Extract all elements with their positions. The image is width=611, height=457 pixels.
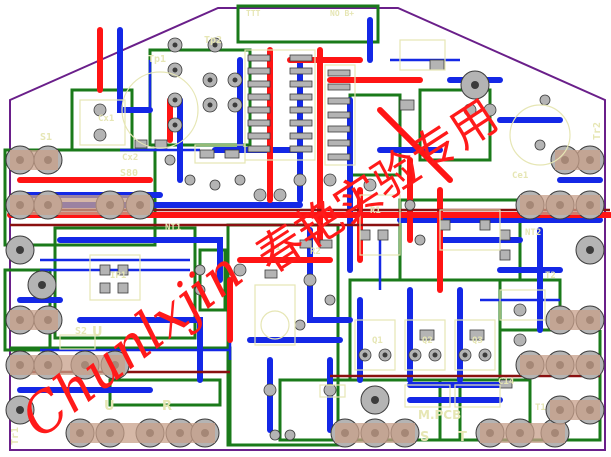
- label-q3: Q3: [472, 336, 483, 346]
- label-s1: S1: [40, 132, 52, 143]
- board-outline: [9, 7, 606, 451]
- label-c14: C14: [498, 377, 515, 387]
- bottom-copper-thin: [40, 58, 560, 360]
- label-s2: S2: [75, 326, 87, 337]
- label-tp2: Tp2: [204, 35, 222, 46]
- label-nt1: NT1: [165, 223, 181, 233]
- label-r1: R1: [370, 206, 381, 216]
- label-header-left: TTT: [246, 9, 261, 18]
- via-holes: [172, 42, 488, 358]
- label-s80: S80: [120, 168, 138, 179]
- label-nt2: NT2: [525, 228, 541, 238]
- label-r-bottom: R: [162, 399, 172, 414]
- label-q1: Q1: [372, 336, 383, 346]
- smd-pads: [99, 54, 513, 389]
- label-tr1: Tr1: [10, 427, 21, 445]
- label-d1: D1: [270, 243, 281, 253]
- silkscreen-outlines: [59, 39, 571, 408]
- label-ip1: IP1: [110, 271, 126, 281]
- label-q2: Q2: [422, 336, 433, 346]
- silkscreen-labels: Tp1 Tp2 S1 S2 Cx1 Cx2 S80 R1 R2 D1 Q1 Q2…: [10, 9, 603, 445]
- label-t1: T1: [535, 403, 546, 413]
- label-t-bottom: T: [458, 430, 467, 445]
- label-m-pcb: M.PCB: [418, 408, 461, 422]
- label-tr2: Tr2: [592, 122, 603, 140]
- label-cx2: Cx2: [122, 153, 138, 163]
- label-s-bottom: S: [420, 430, 429, 445]
- label-header-right: NO B+: [330, 9, 354, 18]
- label-r2: R2: [310, 247, 321, 257]
- terminal-bodies: [10, 150, 600, 443]
- label-u-bottom: U: [104, 399, 115, 414]
- label-tp1: Tp1: [148, 54, 166, 65]
- label-ce1: Ce1: [512, 171, 528, 181]
- label-u-left: U: [92, 325, 103, 340]
- label-cx1: Cx1: [98, 114, 114, 124]
- label-t2: T2: [545, 271, 556, 281]
